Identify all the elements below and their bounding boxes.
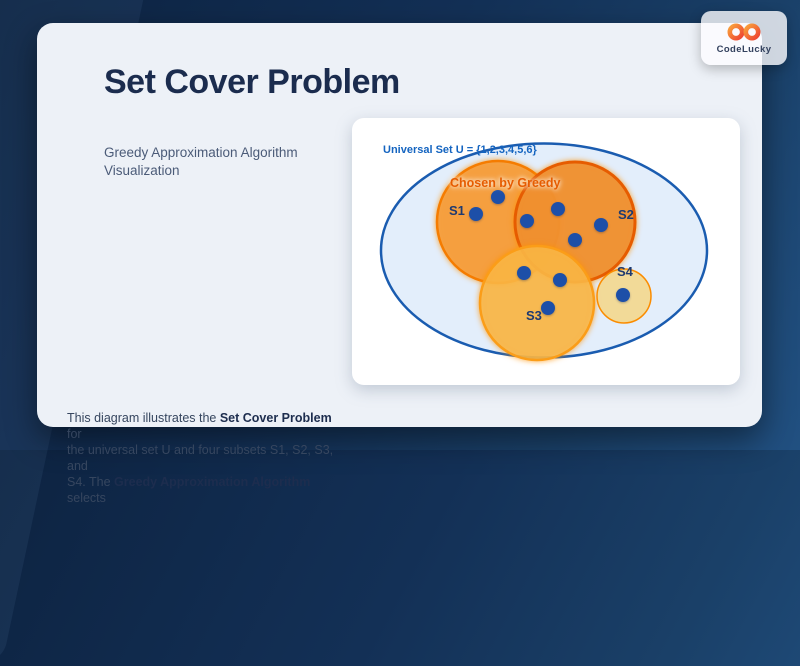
chosen-by-greedy-label: Chosen by Greedy	[450, 176, 561, 190]
subtitle: Greedy Approximation Algorithm Visualiza…	[104, 144, 298, 180]
page-title: Set Cover Problem	[104, 63, 400, 101]
set-label-S2: S2	[618, 207, 634, 222]
universal-set-label: Universal Set U = {1,2,3,4,5,6}	[383, 144, 537, 156]
element-dot-8	[553, 273, 567, 287]
element-dot-10	[616, 288, 630, 302]
element-dot-1	[491, 190, 505, 204]
subtitle-line-1: Greedy Approximation Algorithm	[104, 145, 298, 160]
set-circle-S3	[478, 244, 596, 362]
element-dot-3	[520, 214, 534, 228]
element-dot-5	[594, 218, 608, 232]
element-dot-9	[541, 301, 555, 315]
infinity-icon	[727, 23, 761, 40]
subtitle-line-2: Visualization	[104, 163, 180, 178]
description-line-1: This diagram illustrates the Set Cover P…	[67, 411, 332, 441]
description-line-3: S4. The Greedy Approximation Algorithm s…	[67, 475, 311, 505]
set-label-S1: S1	[449, 203, 465, 218]
set-label-S3: S3	[526, 308, 542, 323]
brand-name: CodeLucky	[716, 43, 772, 55]
set-label-S4: S4	[617, 264, 634, 279]
element-dot-7	[517, 266, 531, 280]
element-dot-4	[551, 202, 565, 216]
description-line-2: the universal set U and four subsets S1,…	[67, 443, 334, 473]
brand-logo-card: CodeLucky	[701, 11, 787, 65]
element-dot-6	[568, 233, 582, 247]
element-dot-2	[469, 207, 483, 221]
description-text: This diagram illustrates the Set Cover P…	[67, 410, 347, 506]
